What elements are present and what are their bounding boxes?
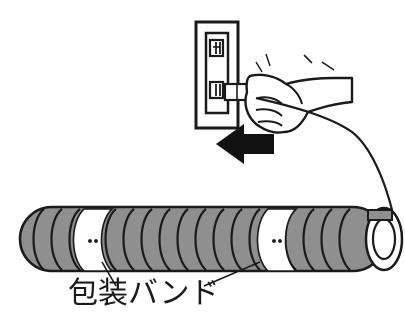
drum-roll-icon xyxy=(20,207,402,271)
wall-outlet-icon xyxy=(196,22,238,128)
roll-end-cap xyxy=(366,208,402,270)
packing-band-label: 包装バンド xyxy=(68,276,220,312)
hand-icon xyxy=(245,54,352,133)
